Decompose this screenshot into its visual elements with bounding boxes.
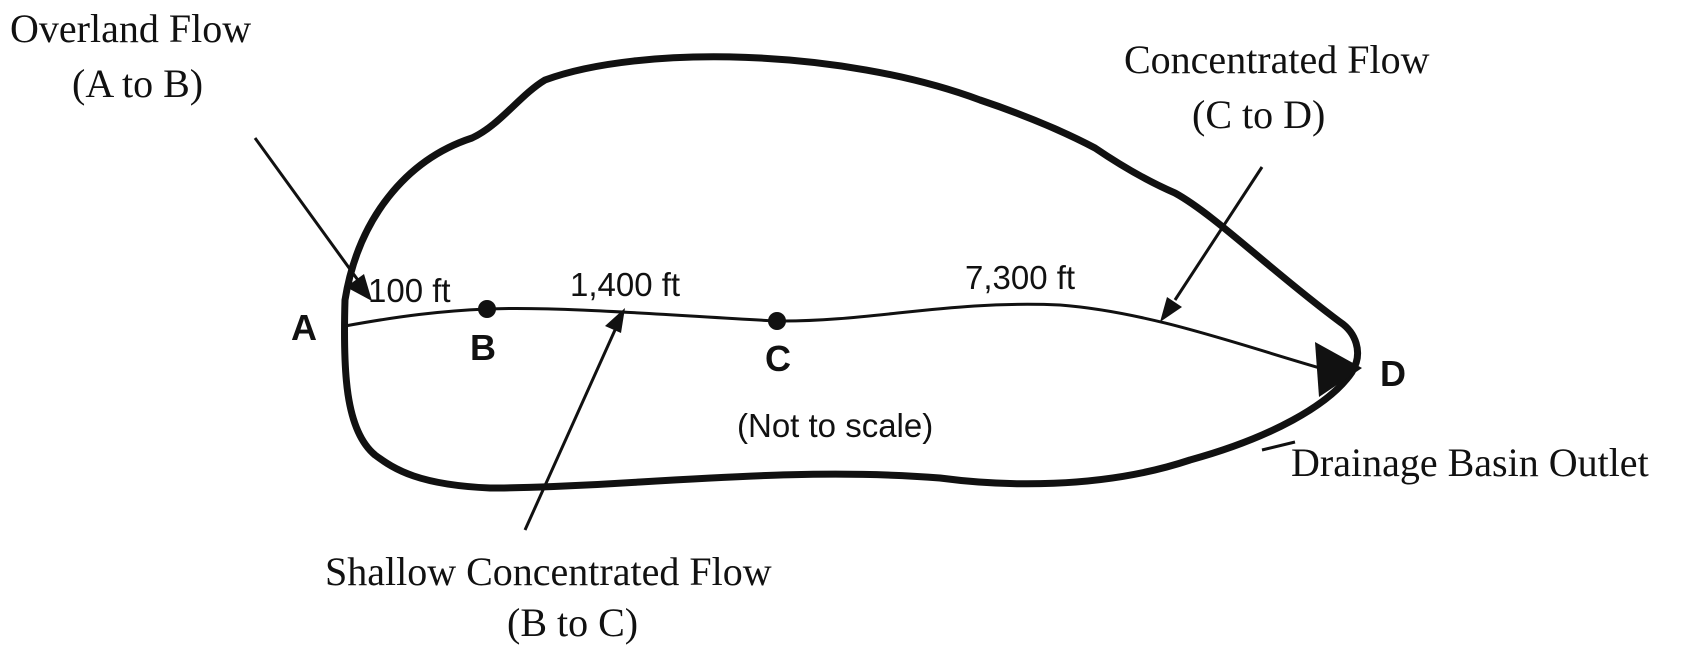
point-b-marker (478, 300, 496, 318)
overland-flow-label: Overland Flow (10, 6, 251, 51)
shallow-flow-pointer (523, 329, 617, 531)
concentrated-flow-pointer (1173, 166, 1264, 301)
drainage-basin-boundary (340, 53, 1361, 492)
not-to-scale-note: (Not to scale) (737, 407, 933, 444)
flow-path (344, 302, 1321, 370)
overland-flow-range: (A to B) (72, 61, 203, 106)
segment-cd-length: 7,300 ft (965, 259, 1075, 296)
concentrated-flow-range: (C to D) (1192, 92, 1325, 137)
segment-ab-length: 100 ft (368, 272, 451, 309)
outlet-label: Drainage Basin Outlet (1291, 440, 1649, 485)
shallow-flow-arrowhead (605, 308, 625, 333)
point-d-label: D (1380, 353, 1406, 394)
overland-flow-pointer (253, 137, 362, 284)
segment-bc-length: 1,400 ft (570, 266, 680, 303)
concentrated-flow-arrowhead (1160, 297, 1182, 322)
shallow-flow-label: Shallow Concentrated Flow (325, 549, 772, 594)
concentrated-flow-label: Concentrated Flow (1124, 37, 1430, 82)
shallow-flow-range: (B to C) (507, 600, 638, 645)
point-c-label: C (765, 338, 791, 379)
overland-flow-arrowhead (346, 274, 372, 301)
point-b-label: B (470, 327, 496, 368)
point-c-marker (768, 312, 786, 330)
outlet-pointer (1261, 440, 1296, 452)
outlet-arrowhead (1315, 342, 1362, 397)
point-a-label: A (291, 307, 317, 348)
